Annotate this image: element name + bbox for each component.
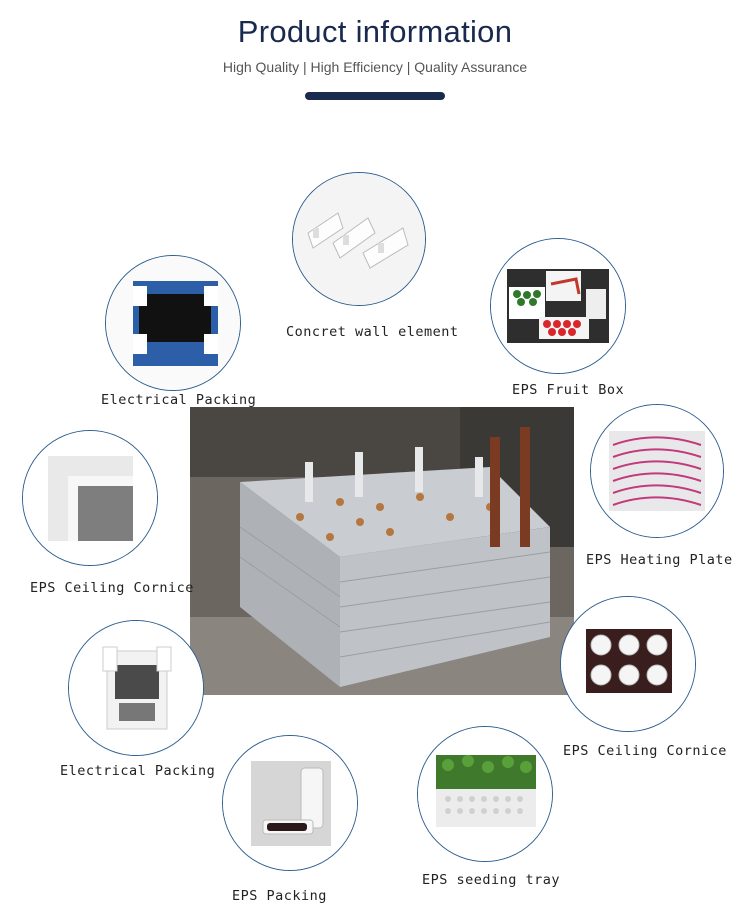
eps-packing-image bbox=[222, 735, 358, 871]
page-subtitle: High Quality | High Efficiency | Quality… bbox=[222, 59, 528, 75]
product-label: EPS Ceiling Cornice bbox=[30, 580, 194, 596]
electrical-packing-tv-image bbox=[105, 255, 241, 391]
eps-mold-photo bbox=[190, 407, 574, 695]
product-label: Concret wall element bbox=[286, 324, 459, 340]
electrical-packing-appliance-image bbox=[68, 620, 204, 756]
eps-heating-plate-image bbox=[590, 404, 724, 538]
eps-ceiling-cornice-image bbox=[22, 430, 158, 566]
eps-fruit-box-image bbox=[490, 238, 626, 374]
product-label: EPS seeding tray bbox=[422, 872, 561, 888]
product-label: EPS Packing bbox=[232, 888, 327, 904]
eps-ceiling-medallion-image bbox=[560, 596, 696, 732]
product-label: Electrical Packing bbox=[101, 392, 257, 408]
product-label: EPS Fruit Box bbox=[512, 382, 625, 398]
concrete-wall-element-image bbox=[292, 172, 426, 306]
eps-seeding-tray-image bbox=[417, 726, 553, 862]
product-label: EPS Ceiling Cornice bbox=[563, 743, 727, 759]
product-label: EPS Heating Plate bbox=[586, 552, 733, 568]
product-label: Electrical Packing bbox=[60, 763, 216, 779]
page-title: Product information bbox=[237, 14, 513, 49]
title-underline bbox=[305, 92, 445, 100]
